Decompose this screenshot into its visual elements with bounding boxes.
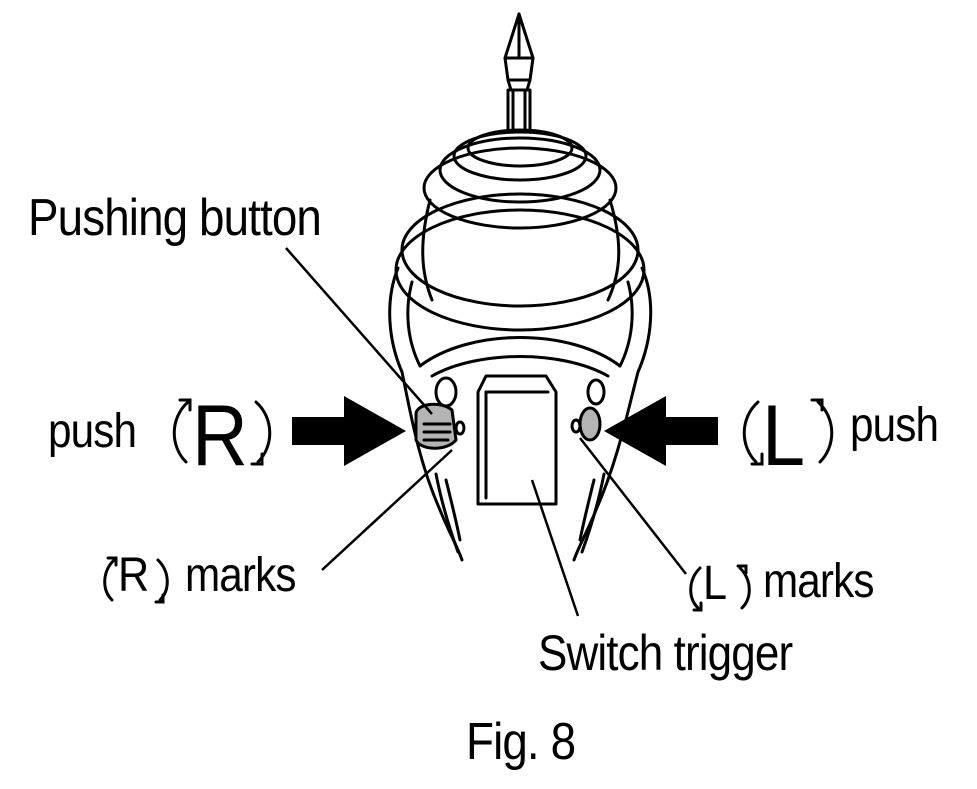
rotate-ccw-open-icon [742, 400, 760, 464]
chuck-sleeve [394, 128, 646, 332]
rotation-r-symbol: R [192, 388, 248, 484]
rotate-cw-open-icon [172, 400, 190, 464]
l-marks-label: marks [763, 555, 874, 608]
leader-pushing-button [285, 247, 433, 415]
switch-trigger-part [476, 374, 558, 506]
push-right-label: push [850, 399, 939, 452]
l-marks-symbol: L [703, 557, 728, 610]
pushing-button-part [414, 376, 466, 450]
pushing-button-label: Pushing button [28, 189, 322, 247]
rotation-l-symbol: L [762, 388, 806, 484]
leader-r-marks [321, 449, 453, 571]
driver-bit [503, 12, 535, 134]
switch-trigger-label: Switch trigger [538, 625, 793, 681]
tool-housing [388, 266, 653, 562]
arrow-left-icon [604, 396, 718, 466]
leader-switch-trigger [530, 479, 580, 617]
figure-caption: Fig. 8 [466, 713, 576, 771]
leader-l-marks [579, 437, 687, 575]
arrow-right-icon [292, 396, 406, 466]
right-button-part [570, 378, 606, 442]
r-marks-symbol: R [118, 549, 150, 602]
r-marks-label: marks [185, 549, 296, 602]
rotate-ccw-close-icon [816, 400, 834, 464]
push-left-label: push [48, 405, 137, 458]
